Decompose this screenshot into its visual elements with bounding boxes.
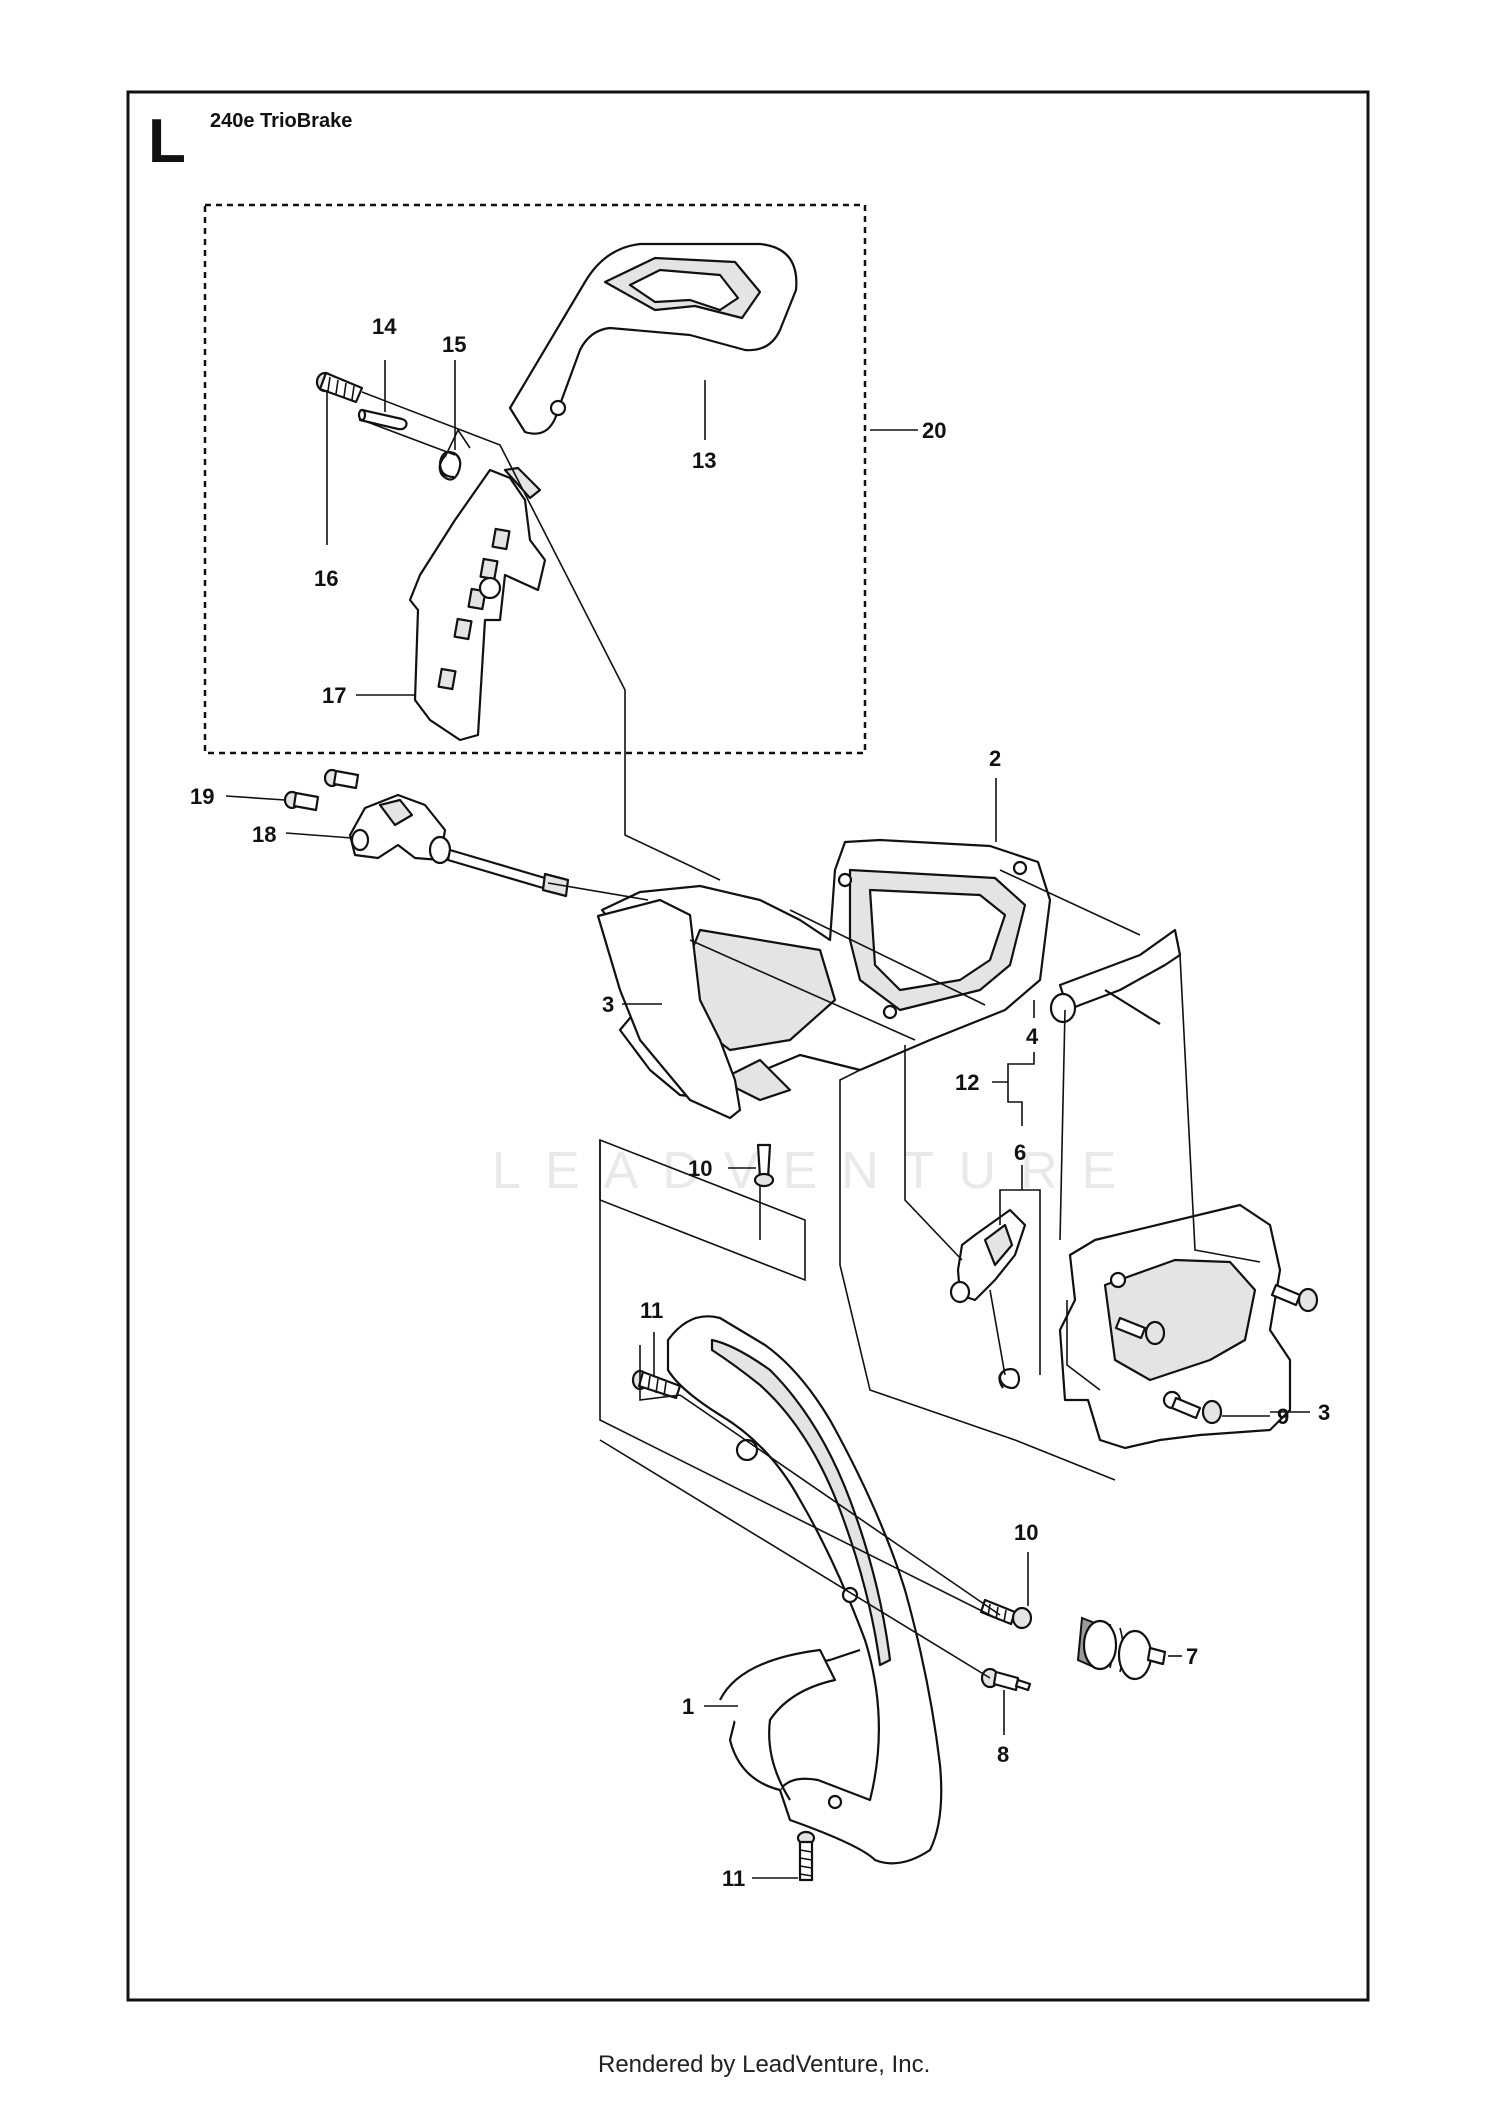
screw-icon bbox=[283, 768, 360, 812]
callout-19[interactable]: 19 bbox=[190, 784, 286, 809]
pin-icon bbox=[357, 408, 408, 431]
callout-label: 20 bbox=[922, 418, 946, 443]
callout-label: 11 bbox=[722, 1866, 745, 1891]
callout-18[interactable]: 18 bbox=[252, 822, 353, 847]
callout-17[interactable]: 17 bbox=[322, 683, 415, 708]
callout-10-lower[interactable]: 10 bbox=[1014, 1520, 1038, 1606]
screw-icon bbox=[1114, 1283, 1319, 1346]
callout-label: 4 bbox=[1026, 1024, 1039, 1049]
callout-13[interactable]: 13 bbox=[692, 380, 716, 473]
callout-label: 19 bbox=[190, 784, 214, 809]
callout-4[interactable]: 4 bbox=[1026, 1000, 1039, 1049]
section-letter: L bbox=[148, 107, 186, 176]
pin-screw-icon bbox=[980, 1667, 1032, 1692]
diagram-frame bbox=[126, 90, 1370, 2002]
footer-credit: Rendered by LeadVenture, Inc. bbox=[598, 2051, 930, 2078]
side-cover-icon bbox=[596, 898, 742, 1120]
callout-14[interactable]: 14 bbox=[372, 314, 397, 412]
brake-housing-icon bbox=[600, 838, 1052, 1102]
callout-label: 1 bbox=[682, 1694, 694, 1719]
brake-spring-lever-icon bbox=[949, 1208, 1027, 1390]
callout-6[interactable]: 6 bbox=[999, 1140, 1041, 1375]
callout-9[interactable]: 9 bbox=[1222, 1404, 1289, 1429]
screw-icon bbox=[796, 1830, 816, 1882]
screw-icon bbox=[753, 1143, 775, 1188]
watermark: LEADVENTURE bbox=[492, 1142, 1140, 1200]
callout-label: 18 bbox=[252, 822, 276, 847]
cable-bracket-icon bbox=[348, 793, 570, 898]
callout-label: 10 bbox=[688, 1156, 712, 1181]
assembly-guide-lines bbox=[361, 391, 1261, 1679]
callout-label: 8 bbox=[997, 1742, 1009, 1767]
callout-label: 2 bbox=[989, 746, 1001, 771]
callout-7[interactable]: 7 bbox=[1168, 1644, 1198, 1669]
callout-label: 3 bbox=[1318, 1400, 1330, 1425]
hand-guard-cap-icon bbox=[508, 242, 798, 435]
callout-label: 10 bbox=[1014, 1520, 1038, 1545]
callout-label: 12 bbox=[955, 1070, 979, 1095]
callout-label: 6 bbox=[1014, 1140, 1026, 1165]
screw-icon bbox=[1170, 1396, 1223, 1425]
callout-12[interactable]: 12 bbox=[955, 1052, 1035, 1126]
front-handle-icon bbox=[666, 1315, 943, 1865]
torsion-spring-icon bbox=[438, 428, 471, 481]
kit-boundary bbox=[203, 203, 867, 755]
callout-label: 17 bbox=[322, 683, 346, 708]
callout-8[interactable]: 8 bbox=[997, 1690, 1009, 1767]
guard-bracket-icon bbox=[408, 466, 547, 742]
callout-11-upper[interactable]: 11 bbox=[640, 1298, 663, 1376]
callout-label: 13 bbox=[692, 448, 716, 473]
callout-16[interactable]: 16 bbox=[314, 390, 338, 591]
callout-1[interactable]: 1 bbox=[682, 1694, 738, 1719]
callout-10-upper[interactable]: 10 bbox=[688, 1156, 756, 1181]
callout-label: 15 bbox=[442, 332, 466, 357]
callout-label: 14 bbox=[372, 314, 397, 339]
callout-label: 11 bbox=[640, 1298, 663, 1323]
callout-label: 7 bbox=[1186, 1644, 1198, 1669]
brake-lever-icon bbox=[1049, 928, 1182, 1025]
callout-2[interactable]: 2 bbox=[989, 746, 1001, 842]
callout-11-lower[interactable]: 11 bbox=[722, 1866, 798, 1891]
callout-label: 16 bbox=[314, 566, 338, 591]
model-title: 240e TrioBrake bbox=[210, 110, 352, 132]
callout-3-left[interactable]: 3 bbox=[602, 992, 662, 1017]
screw-icon bbox=[315, 371, 364, 404]
callout-20[interactable]: 20 bbox=[870, 418, 946, 443]
screw-icon bbox=[979, 1598, 1033, 1630]
callout-label: 3 bbox=[602, 992, 614, 1017]
callout-3-right[interactable]: 3 bbox=[1270, 1400, 1330, 1425]
callout-label: 9 bbox=[1277, 1404, 1289, 1429]
callout-15[interactable]: 15 bbox=[442, 332, 466, 450]
coil-spring-icon bbox=[1076, 1616, 1167, 1681]
side-cover-icon bbox=[1058, 1203, 1292, 1450]
